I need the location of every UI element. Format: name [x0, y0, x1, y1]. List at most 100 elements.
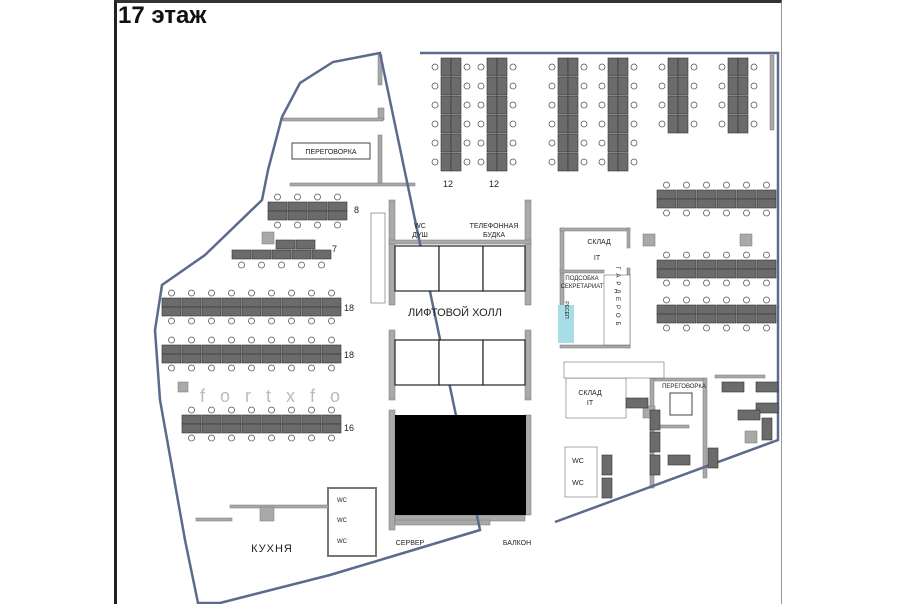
chair-icon [690, 101, 698, 109]
chair-icon [268, 289, 275, 297]
chair-icon [750, 82, 758, 90]
desk [617, 114, 629, 134]
desk [756, 304, 777, 315]
desk [721, 381, 745, 393]
chair-icon [690, 82, 698, 90]
chair-icon [548, 101, 556, 109]
watermark: f o r t x f o [200, 386, 345, 406]
desk [727, 95, 739, 115]
chair-icon [477, 139, 485, 147]
desk [281, 423, 302, 434]
desk [607, 57, 619, 77]
wc-label: WC [337, 498, 348, 504]
chair-icon [228, 336, 235, 344]
chair-icon [658, 120, 666, 128]
desk [281, 297, 302, 308]
wall [229, 504, 329, 509]
storage-box [565, 377, 627, 419]
desk [281, 306, 302, 317]
chair-icon [630, 101, 638, 109]
desk [181, 414, 202, 425]
chair-icon [630, 82, 638, 90]
desk [716, 304, 737, 315]
chair-icon [463, 101, 471, 109]
desk [221, 353, 242, 364]
server-label: СЕРВЕР [396, 540, 425, 547]
desk [440, 133, 452, 153]
desk [261, 423, 282, 434]
chair-icon [288, 434, 295, 442]
chair-icon [288, 406, 295, 414]
balcony-label: БАЛКОН [503, 540, 531, 547]
chair-icon [663, 251, 670, 259]
chair-icon [208, 434, 215, 442]
desk [696, 259, 717, 270]
desk [557, 152, 569, 172]
storage-it-label: IT [594, 255, 601, 262]
chair-icon [723, 181, 730, 189]
wall [195, 517, 233, 522]
chair-icon [598, 101, 606, 109]
chair-icon [208, 317, 215, 325]
desk [450, 114, 462, 134]
chair-icon [743, 181, 750, 189]
desk [161, 353, 182, 364]
chair-icon [548, 63, 556, 71]
desk [450, 57, 462, 77]
storage-it-label: СКЛАД [587, 239, 611, 246]
desk [301, 414, 322, 425]
chair-icon [763, 209, 770, 217]
chair-icon [328, 434, 335, 442]
desk [440, 152, 452, 172]
desk [440, 57, 452, 77]
desk [696, 304, 717, 315]
desk [486, 114, 498, 134]
desk [311, 249, 332, 260]
desk [496, 133, 508, 153]
chair-icon [248, 289, 255, 297]
wardrobe-box [603, 274, 631, 346]
chair-icon [598, 82, 606, 90]
desk [716, 198, 737, 209]
desk-count: 18 [344, 303, 354, 313]
desk [301, 353, 322, 364]
desk [716, 313, 737, 324]
wc-shower-label: WC [414, 223, 426, 230]
desk [181, 306, 202, 317]
chair-icon [328, 317, 335, 325]
wc-label: WC [337, 518, 348, 524]
desk [677, 95, 689, 115]
desk [231, 249, 252, 260]
chair-icon [743, 279, 750, 287]
desk [281, 353, 302, 364]
desk [181, 297, 202, 308]
desk [557, 133, 569, 153]
desk [267, 210, 288, 221]
chair-icon [723, 251, 730, 259]
chair-icon [328, 336, 335, 344]
desk [486, 95, 498, 115]
chair-icon [580, 158, 588, 166]
wall [524, 329, 532, 401]
desk [716, 268, 737, 279]
chair-icon [228, 434, 235, 442]
chair-icon [763, 251, 770, 259]
wall [769, 54, 775, 131]
desk-count: 18 [344, 350, 354, 360]
desk [607, 152, 619, 172]
desk [649, 431, 661, 453]
wall [626, 227, 631, 249]
chair-icon [598, 63, 606, 71]
chair-icon [228, 289, 235, 297]
chair-icon [308, 289, 315, 297]
chair-icon [314, 221, 321, 229]
chair-icon [168, 317, 175, 325]
chair-icon [509, 101, 517, 109]
chair-icon [630, 120, 638, 128]
chair-icon [168, 289, 175, 297]
elevator-cabin [394, 245, 440, 292]
cabinet-row [563, 361, 665, 379]
chair-icon [294, 221, 301, 229]
chair-icon [598, 139, 606, 147]
